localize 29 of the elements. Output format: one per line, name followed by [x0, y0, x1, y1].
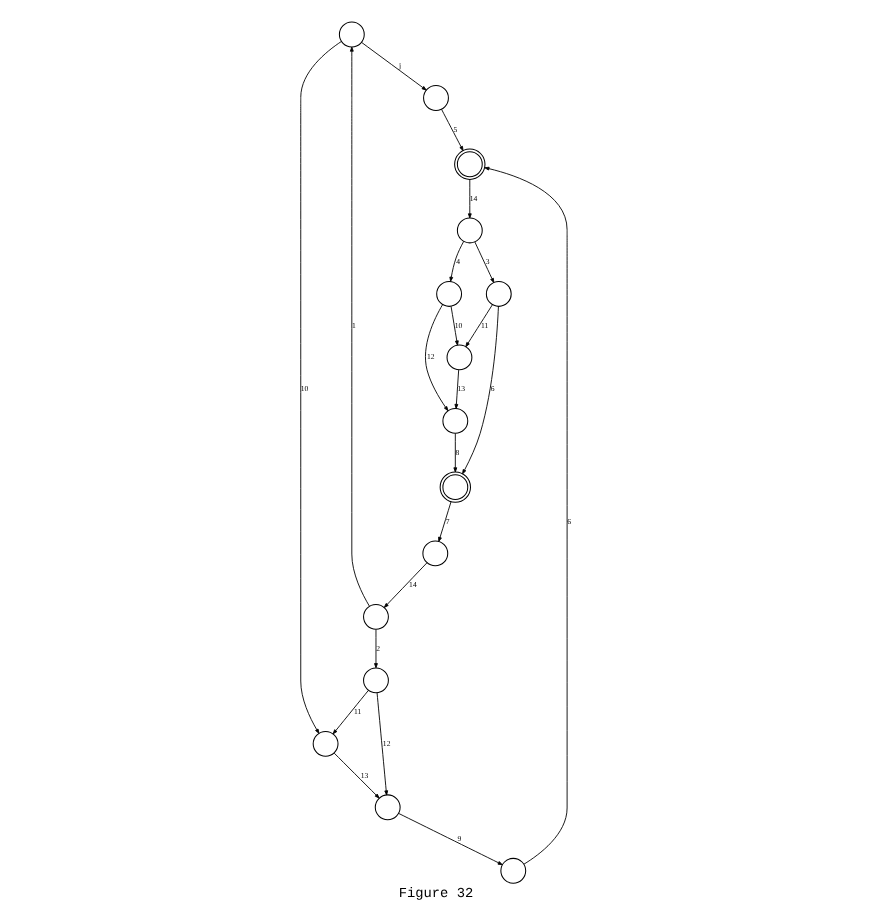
node-circle — [484, 280, 511, 306]
arrow — [424, 303, 448, 411]
arrow — [473, 240, 494, 282]
node-circle — [362, 666, 388, 693]
node-circle — [435, 280, 462, 306]
arrow — [483, 165, 567, 864]
arrow — [373, 628, 377, 668]
arrow — [299, 40, 341, 733]
arrow — [437, 500, 451, 541]
arrow — [332, 751, 379, 798]
node-circle — [499, 856, 526, 883]
node-circle — [421, 539, 448, 566]
arrow — [449, 304, 458, 345]
arrow — [464, 303, 492, 347]
arrow — [375, 691, 388, 795]
arrow — [448, 239, 464, 281]
arrow — [348, 45, 369, 606]
arrow — [440, 107, 463, 150]
arrow — [397, 811, 502, 865]
arrow — [453, 368, 459, 408]
node-circle — [455, 216, 482, 243]
node-circle — [337, 20, 364, 47]
arrow — [466, 178, 471, 218]
arrow — [461, 304, 498, 474]
arrow — [360, 40, 426, 90]
arrow — [382, 561, 427, 607]
arrow — [331, 689, 368, 734]
arrow — [452, 432, 457, 472]
node-circle — [445, 343, 472, 370]
